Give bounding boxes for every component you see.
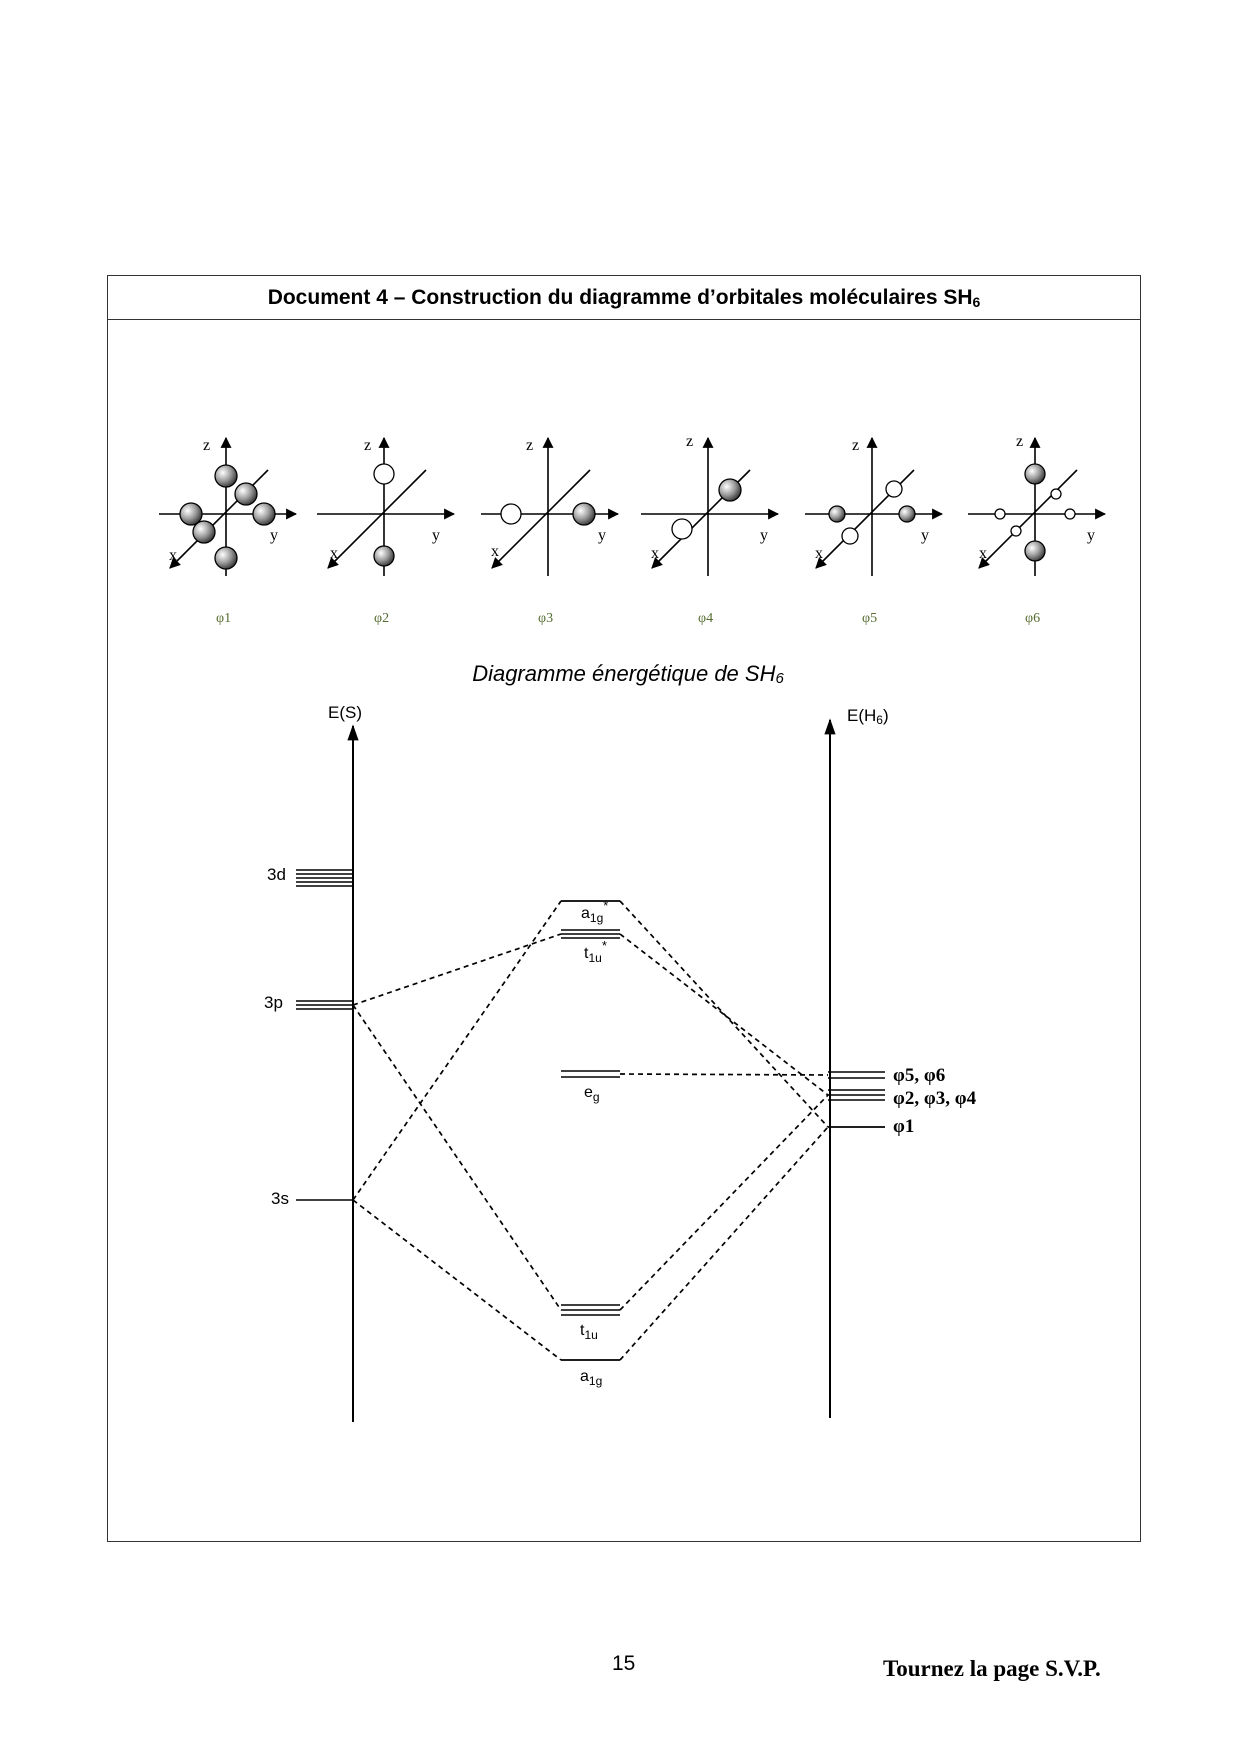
mo-label-eg: eg xyxy=(584,1084,600,1104)
axis-label-x: x xyxy=(815,545,823,562)
axis-label-x: x xyxy=(979,545,987,562)
orbital-lobe-open xyxy=(1010,525,1022,537)
correlation-lines xyxy=(352,900,829,1361)
mo-label-t1u-star: t1u* xyxy=(584,938,607,965)
axis-label-y: y xyxy=(598,527,606,544)
corr-t1u-phi234 xyxy=(619,1094,829,1311)
page-number: 15 xyxy=(612,1652,636,1675)
orbital-label-5: φ5 xyxy=(862,611,877,626)
level-label-3p: 3p xyxy=(264,993,283,1012)
orbital-lobe-shaded xyxy=(718,478,742,502)
ligand-label-phi1: φ1 xyxy=(893,1116,914,1137)
corr-eg-phi56 xyxy=(619,1073,829,1076)
orbital-lobe-shaded xyxy=(252,502,276,526)
corr-3s-a1g-star xyxy=(352,900,562,1201)
orbital-lobe-shaded xyxy=(828,505,846,523)
orbital-lobe-open xyxy=(373,463,395,485)
orbital-lobe-open xyxy=(841,527,859,545)
axis-label-x: x xyxy=(491,543,499,560)
document-frame: Document 4 – Construction du diagramme d… xyxy=(107,275,1141,1542)
orbital-lobe-shaded xyxy=(234,482,258,506)
orbital-lobe-shaded xyxy=(898,505,916,523)
orbital-lobe-open xyxy=(671,518,693,540)
corr-3p-t1u-star xyxy=(352,933,562,1006)
corr-3s-a1g xyxy=(352,1199,562,1361)
orbital-lobe-open xyxy=(994,508,1006,520)
axis-label-x: x xyxy=(330,545,338,562)
orbital-lobe-shaded xyxy=(214,546,238,570)
orbital-lobe-shaded xyxy=(373,545,395,567)
x-axis-line xyxy=(978,469,1078,569)
level-label-3s: 3s xyxy=(271,1189,289,1208)
orbital-scheme-2: z y x φ2 xyxy=(317,436,456,626)
sulfur-level-3p xyxy=(296,1000,352,1010)
orbital-label-6: φ6 xyxy=(1025,611,1040,626)
orbital-scheme-4: z y x φ4 xyxy=(641,433,780,626)
axis-label-z: z xyxy=(1016,433,1023,450)
axis-label-z: z xyxy=(526,437,533,454)
orbital-scheme-3: z y x φ3 xyxy=(481,436,620,626)
axis-label-y: y xyxy=(432,527,440,544)
orbital-lobe-shaded xyxy=(1024,463,1046,485)
mo-level-t1u xyxy=(561,1304,620,1316)
x-axis-line xyxy=(327,469,427,569)
axis-label-y: y xyxy=(270,527,278,544)
energy-diagram-title: Diagramme énergétique de SH6 xyxy=(472,661,784,687)
mo-label-a1g: a1g xyxy=(580,1368,602,1388)
corr-3p-t1u xyxy=(352,1004,562,1311)
ligand-label-phi56: φ5, φ6 xyxy=(893,1065,945,1086)
orbital-scheme-6: z y x φ6 xyxy=(968,433,1107,626)
orbital-label-4: φ4 xyxy=(698,611,713,626)
x-axis-line xyxy=(491,469,591,569)
orbital-label-3: φ3 xyxy=(538,611,553,626)
mo-level-t1u-star xyxy=(561,929,620,939)
axis-label-y: y xyxy=(760,527,768,544)
orbital-scheme-1: z y x φ1 xyxy=(159,436,298,626)
level-label-3d: 3d xyxy=(267,865,286,884)
orbital-scheme-5: z y x φ5 xyxy=(805,436,944,626)
corr-t1u-star-phi234 xyxy=(619,933,829,1096)
ligand-level-phi234 xyxy=(828,1089,885,1101)
mo-level-eg xyxy=(561,1070,620,1078)
right-axis-label: E(H6) xyxy=(847,706,889,727)
orbital-lobe-shaded xyxy=(214,464,238,488)
orbital-lobe-shaded xyxy=(572,502,596,526)
axis-label-z: z xyxy=(852,437,859,454)
orbital-lobe-open xyxy=(500,503,522,525)
sulfur-level-3d xyxy=(296,869,352,887)
corr-a1g-star-phi1 xyxy=(619,900,829,1128)
orbital-lobe-open xyxy=(1064,508,1076,520)
orbital-lobe-open xyxy=(1050,488,1062,500)
axis-label-z: z xyxy=(203,437,210,454)
ligand-label-phi234: φ2, φ3, φ4 xyxy=(893,1088,977,1109)
axis-label-y: y xyxy=(921,527,929,544)
mo-label-a1g-star: a1g* xyxy=(581,898,608,925)
ligand-level-phi56 xyxy=(828,1071,885,1079)
orbital-lobe-shaded xyxy=(179,502,203,526)
corr-a1g-phi1 xyxy=(619,1126,829,1361)
orbital-lobe-open xyxy=(885,480,903,498)
axis-label-y: y xyxy=(1087,527,1095,544)
turn-page-note: Tournez la page S.V.P. xyxy=(883,1656,1101,1681)
orbital-lobe-shaded xyxy=(192,520,216,544)
mo-label-t1u: t1u xyxy=(580,1322,598,1342)
orbital-schemes-row: z y x φ1 z y x φ2 z y x φ3 z y x φ4 z y x φ5 z y x φ6 xyxy=(159,433,1107,626)
axis-label-x: x xyxy=(169,547,177,564)
orbital-label-1: φ1 xyxy=(216,611,231,626)
document-header: Document 4 – Construction du diagramme d… xyxy=(108,276,1140,320)
axis-label-x: x xyxy=(651,545,659,562)
document-title: Document 4 – Construction du diagramme d… xyxy=(267,285,981,310)
left-axis-label: E(S) xyxy=(328,703,362,722)
axis-label-z: z xyxy=(686,433,693,450)
orbital-label-2: φ2 xyxy=(374,611,389,626)
axis-label-z: z xyxy=(364,437,371,454)
orbital-lobe-shaded xyxy=(1024,540,1046,562)
